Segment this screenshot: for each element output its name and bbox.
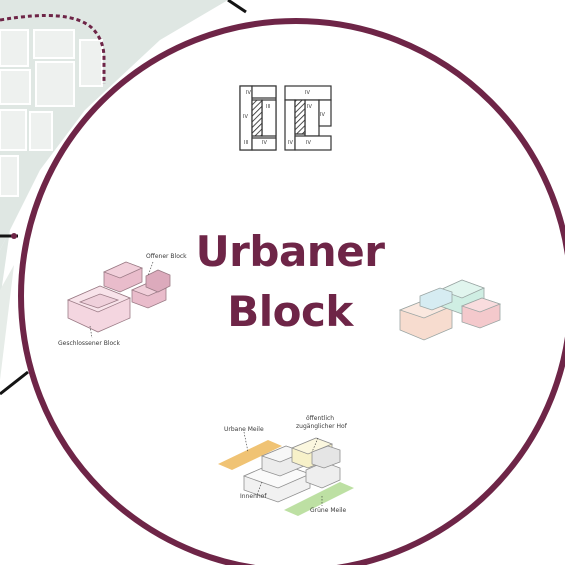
urban-block-illustration [242,437,341,503]
label-green-mile: Grüne Meile [310,507,347,514]
urban-mile-strip [218,440,282,470]
plan-label: IV [246,90,251,96]
plan-label: IV [262,140,267,146]
outer-circle [18,18,565,570]
plan-label: IV [288,140,293,146]
title-urbaner: Urbaner [195,227,385,276]
label-public-yard-line2: zugänglicher Hof [296,423,347,430]
label-closed-block: Geschlossener Block [58,340,120,347]
floor-plan-left-icon [239,85,277,151]
plan-label: IV [306,140,311,146]
open-block-illustration [102,261,171,309]
floor-plan-right-icon [284,85,332,151]
plan-label: IV [307,104,312,110]
plan-label: III [266,104,271,110]
green-mile-strip [284,482,354,516]
plan-label: IV [320,112,325,118]
plan-label: IV [305,90,310,96]
label-public-yard-line1: öffentlich [306,415,335,422]
site-map-background [0,0,247,396]
mixed-block-illustration [398,279,502,341]
label-inner-yard: Innenhof [240,493,267,500]
label-urban-mile: Urbane Meile [224,426,264,433]
title-block: Block [227,287,353,336]
plan-label: III [244,140,249,146]
plan-label: IV [243,114,248,120]
closed-block-illustration [66,285,132,333]
label-open-block: Offener Block [146,253,187,260]
